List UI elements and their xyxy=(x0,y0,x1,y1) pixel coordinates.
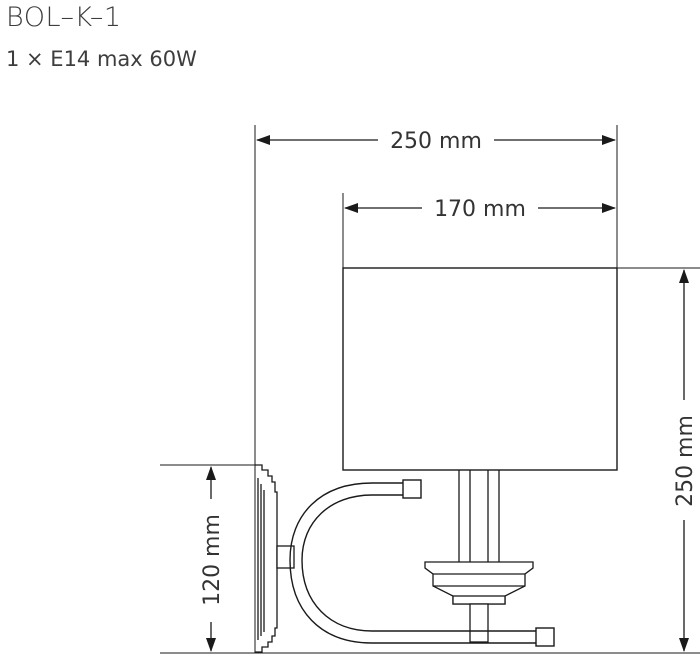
dim-shade-width-label: 170 mm xyxy=(434,197,526,222)
dim-shade-width: 170 mm xyxy=(344,197,616,222)
lamp-stem xyxy=(458,470,500,562)
model-title: BOL–K–1 xyxy=(6,2,122,33)
wall-backplate xyxy=(255,464,278,653)
dim-total-width: 250 mm xyxy=(256,129,616,154)
curved-arm xyxy=(289,482,536,644)
dim-total-height: 250 mm xyxy=(673,269,698,652)
lamp-shade xyxy=(342,267,618,471)
arm-end-cap-bottom xyxy=(535,627,555,647)
dim-backplate-height: 120 mm xyxy=(200,466,225,652)
extension-lines xyxy=(160,125,700,654)
mounting-block xyxy=(276,545,295,569)
dim-backplate-height-label: 120 mm xyxy=(200,514,225,606)
dim-total-width-label: 250 mm xyxy=(390,129,482,154)
dim-total-height-label: 250 mm xyxy=(673,415,698,507)
model-spec: 1 × E14 max 60W xyxy=(6,47,197,71)
arm-end-cap-top xyxy=(402,479,422,499)
bulb-socket xyxy=(424,561,534,643)
